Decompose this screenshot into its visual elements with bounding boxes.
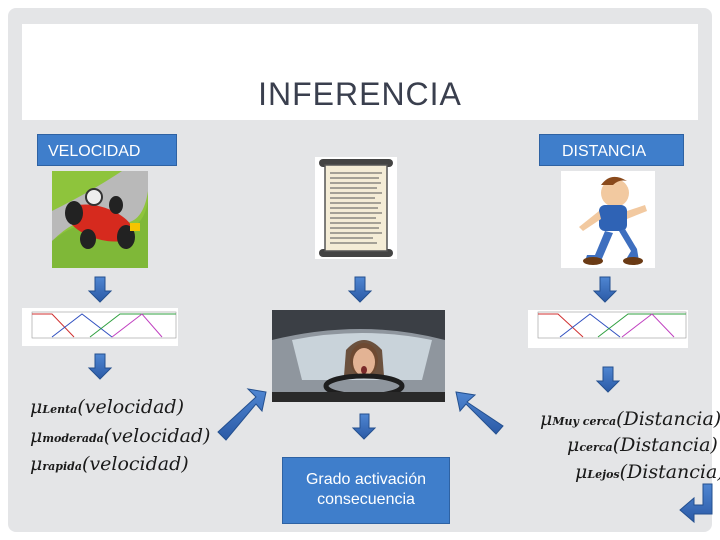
velocity-membership-chart [22, 308, 178, 346]
term-argument: (velocidad) [77, 396, 185, 418]
arrow-down-icon [87, 353, 113, 380]
title-box: INFERENCIA [22, 24, 698, 120]
running-boy-image [561, 171, 655, 268]
distance-membership-chart [528, 310, 688, 348]
driver-woman-image [272, 310, 445, 402]
term-argument: (Distancia) [612, 434, 718, 456]
velocity-term-moderada: μmoderada(velocidad) [30, 425, 211, 447]
term-argument: (Distancia) [616, 408, 720, 430]
velocity-label: VELOCIDAD [37, 134, 177, 166]
arrow-return-icon [679, 483, 713, 524]
arrow-diagonal-icon [217, 388, 267, 441]
term-argument: (Distancia) [619, 461, 720, 483]
term-argument: (velocidad) [81, 453, 189, 475]
arrow-down-icon [347, 276, 373, 303]
distance-term-muy-cerca: μMuy cerca(Distancia) [540, 408, 720, 430]
term-subscript: rapida [42, 460, 82, 473]
consequence-box: Grado activación consecuencia [282, 457, 450, 524]
distance-label: DISTANCIA [539, 134, 684, 166]
term-subscript: moderada [42, 432, 104, 445]
term-subscript: Lejos [587, 468, 620, 481]
distance-term-lejos: μLejos(Distancia) [575, 461, 720, 483]
velocity-term-lenta: μLenta(velocidad) [30, 396, 185, 418]
arrow-down-icon [351, 413, 377, 440]
arrow-down-icon [87, 276, 113, 303]
arrow-down-icon [592, 276, 618, 303]
arrow-down-icon [595, 366, 621, 393]
distance-term-cerca: μcerca(Distancia) [567, 434, 718, 456]
term-subscript: cerca [579, 441, 613, 454]
term-subscript: Muy cerca [552, 415, 617, 428]
consequence-label: Grado activación consecuencia [305, 471, 427, 508]
arrow-diagonal-icon [455, 391, 504, 435]
term-argument: (velocidad) [103, 425, 211, 447]
velocity-term-rapida: μrapida(velocidad) [30, 453, 189, 475]
page-title: INFERENCIA [258, 76, 462, 112]
term-subscript: Lenta [42, 403, 78, 416]
rules-scroll-image [315, 157, 397, 259]
race-car-image [52, 171, 148, 268]
